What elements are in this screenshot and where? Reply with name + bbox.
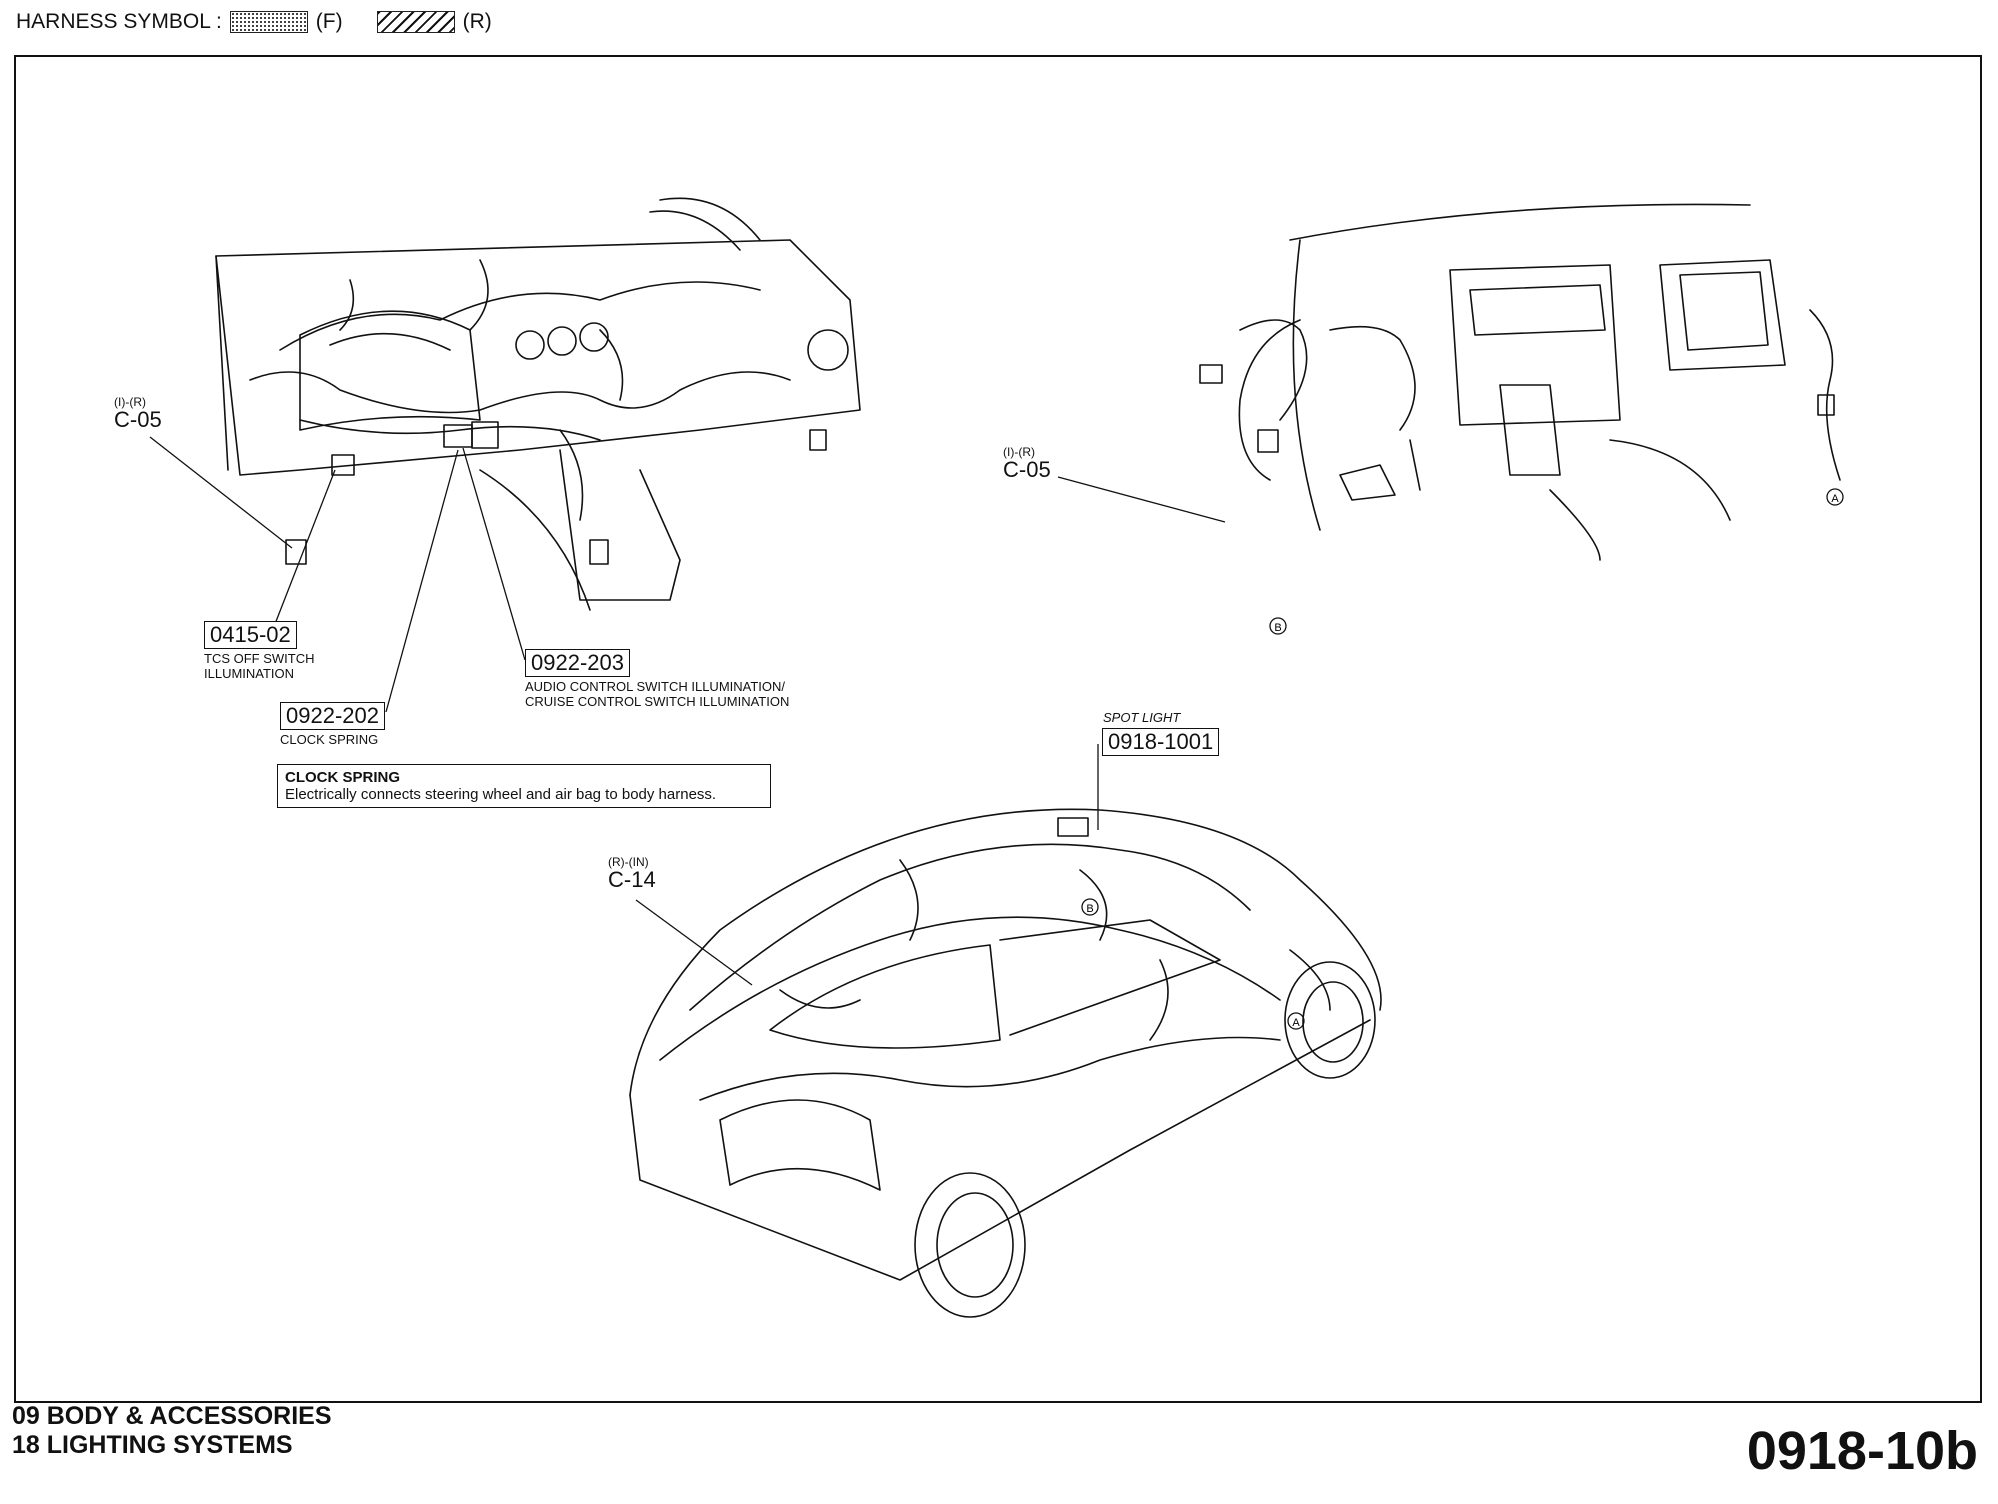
svg-text:B: B [1086, 903, 1093, 915]
svg-text:A: A [1292, 1017, 1300, 1029]
section-footer: 09 BODY & ACCESSORIES 18 LIGHTING SYSTEM… [12, 1402, 332, 1460]
callout-code-clock: 0922-202 [280, 702, 385, 730]
marker-a-pedal: A [1826, 488, 1844, 506]
callout-title-spot: SPOT LIGHT [1103, 710, 1181, 725]
callout-desc-audio: AUDIO CONTROL SWITCH ILLUMINATION/CRUISE… [525, 679, 790, 709]
pedal-area-drawing [1199, 203, 1841, 561]
vehicle-drawing [629, 808, 1382, 1318]
connector-c05-pedal: (I)-(R) C-05 [1003, 446, 1051, 481]
dashboard-drawing [215, 197, 861, 611]
front-harness-swatch [229, 11, 308, 33]
svg-text:B: B [1274, 622, 1281, 634]
marker-b-pedal: B [1269, 617, 1287, 635]
page-code: 0918-10b [1746, 1421, 1978, 1481]
legend-rear-label: (R) [462, 10, 492, 33]
footer-line1: 09 BODY & ACCESSORIES [12, 1402, 332, 1430]
note-title: CLOCK SPRING [285, 769, 401, 786]
connector-name: C-05 [1003, 457, 1051, 482]
legend-front-label: (F) [315, 10, 343, 33]
marker-a-vehicle: A [1287, 1012, 1305, 1030]
connector-sub: (I)-(R) [114, 395, 146, 409]
connector-name: C-14 [608, 867, 656, 892]
diagram-frame [14, 55, 1982, 1403]
connector-c14: (R)-(IN) C-14 [608, 856, 656, 891]
callout-desc-clock: CLOCK SPRING [280, 732, 379, 747]
footer-line2: 18 LIGHTING SYSTEMS [12, 1431, 293, 1459]
legend-label: HARNESS SYMBOL : [16, 10, 222, 33]
rear-harness-swatch [376, 11, 455, 33]
connector-c05-dash: (I)-(R) C-05 [114, 396, 162, 431]
note-text: Electrically connects steering wheel and… [285, 786, 717, 803]
callout-code-audio: 0922-203 [525, 649, 630, 677]
callout-code-spot: 0918-1001 [1102, 728, 1220, 756]
connector-name: C-05 [114, 407, 162, 432]
marker-b-vehicle: B [1081, 898, 1099, 916]
clock-spring-note: CLOCK SPRING Electrically connects steer… [277, 764, 771, 808]
leader-lines [149, 436, 1226, 986]
connector-sub: (I)-(R) [1003, 445, 1035, 459]
connector-sub: (R)-(IN) [608, 855, 649, 869]
svg-text:A: A [1831, 493, 1839, 505]
harness-legend: HARNESS SYMBOL : (F) (R) [16, 10, 492, 34]
callout-code-tcs: 0415-02 [204, 621, 297, 649]
